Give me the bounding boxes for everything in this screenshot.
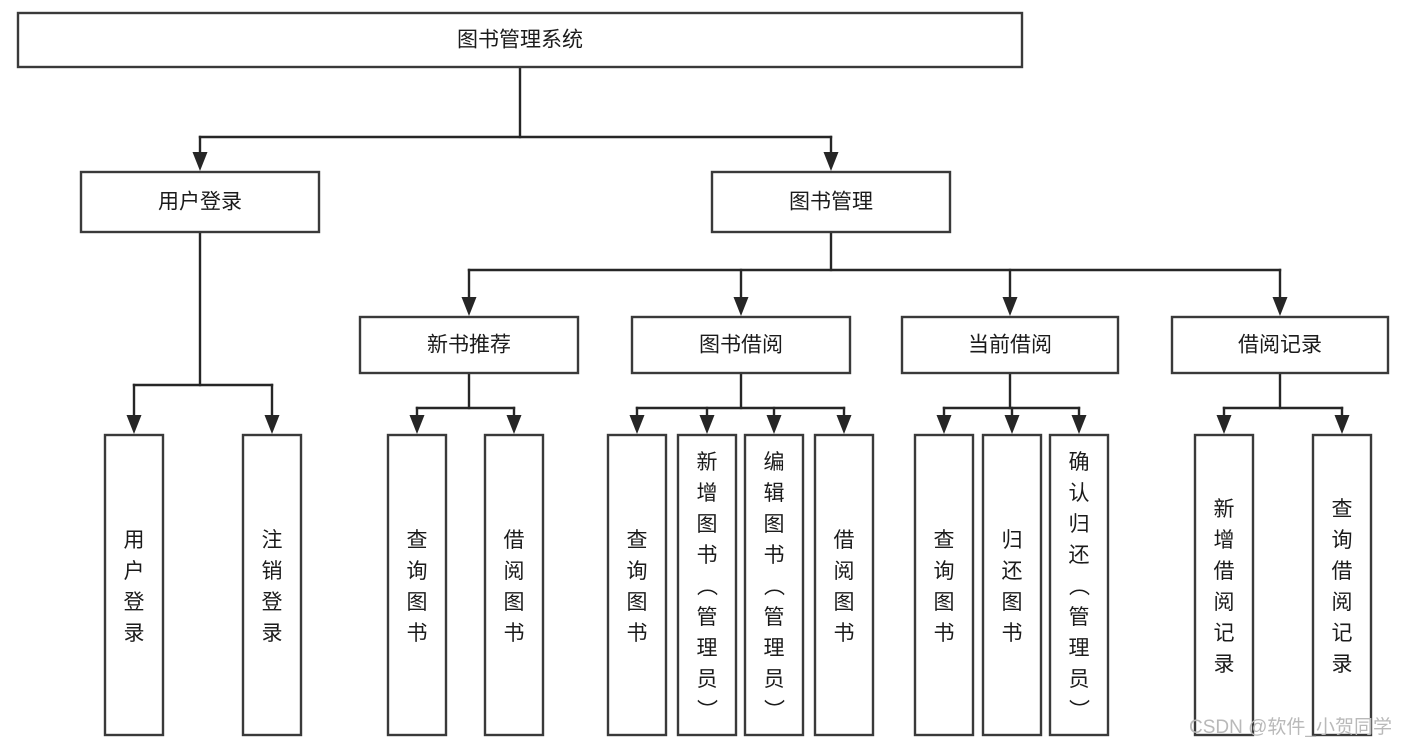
node-leaf-query-book-2-label: 查询图书 [627,529,648,645]
arrow-head-icon [1334,415,1350,434]
node-leaf-borrow-book-1-label: 借阅图书 [504,529,525,645]
node-leaf-query-book-3-box [913,433,975,737]
node-leaf-return-book[interactable]: 归还图书 [981,433,1043,737]
node-leaf-confirm-return-box [1048,433,1110,737]
node-book-borrow-label: 图书借阅 [699,334,783,357]
arrow-head-icon [733,297,749,316]
node-current-borrow-label: 当前借阅 [968,334,1052,357]
node-leaf-borrow-book-1-box [483,433,545,737]
node-leaf-query-book-2-box [606,433,668,737]
node-leaf-add-record[interactable]: 新增借阅记录 [1193,433,1255,737]
node-leaf-borrow-book-2-box [813,433,875,737]
arrow-head-icon [506,415,522,434]
node-new-book-recommend-label: 新书推荐 [427,334,511,357]
node-user-login-label: 用户登录 [158,191,242,214]
node-leaf-borrow-book-1[interactable]: 借阅图书 [483,433,545,737]
node-user-login[interactable]: 用户登录 [79,170,321,234]
node-leaf-query-book-1[interactable]: 查询图书 [386,433,448,737]
node-borrow-record[interactable]: 借阅记录 [1170,315,1390,375]
node-leaf-logout-box [241,433,303,737]
arrow-head-icon [1272,297,1288,316]
arrow-head-icon [192,152,208,171]
node-book-management-label: 图书管理 [789,191,873,214]
node-leaf-query-record-box [1311,433,1373,737]
node-leaf-borrow-book-2-label: 借阅图书 [834,529,855,645]
node-leaf-user-login[interactable]: 用户登录 [103,433,165,737]
node-leaf-borrow-book-2[interactable]: 借阅图书 [813,433,875,737]
node-book-borrow[interactable]: 图书借阅 [630,315,852,375]
watermark: CSDN @软件_小贺同学 [1189,716,1392,738]
node-leaf-return-book-label: 归还图书 [1002,529,1023,645]
node-leaf-add-book-label: 新增图书（管理员） [697,451,719,722]
node-leaf-query-book-3-label: 查询图书 [934,529,955,645]
node-borrow-record-label: 借阅记录 [1238,334,1322,357]
arrow-head-icon [461,297,477,316]
node-book-management-box [710,170,952,234]
node-book-borrow-box [630,315,852,375]
arrow-head-icon [1004,415,1020,434]
node-borrow-record-box [1170,315,1390,375]
arrow-head-icon [836,415,852,434]
arrow-head-icon [699,415,715,434]
node-root-label: 图书管理系统 [457,29,583,52]
node-book-management[interactable]: 图书管理 [710,170,952,234]
node-leaf-edit-book-box [743,433,805,737]
node-new-book-recommend-box [358,315,580,375]
node-current-borrow-box [900,315,1120,375]
node-leaf-edit-book[interactable]: 编辑图书（管理员） [743,433,805,737]
connector-layer [126,65,1350,434]
node-leaf-logout[interactable]: 注销登录 [241,433,303,737]
node-leaf-confirm-return[interactable]: 确认归还（管理员） [1048,433,1110,737]
arrow-head-icon [1216,415,1232,434]
node-new-book-recommend[interactable]: 新书推荐 [358,315,580,375]
node-leaf-return-book-box [981,433,1043,737]
node-leaf-logout-label: 注销登录 [262,529,283,645]
node-user-login-box [79,170,321,234]
node-leaf-user-login-label: 用户登录 [124,529,145,645]
node-leaf-confirm-return-label: 确认归还（管理员） [1069,451,1091,722]
node-leaf-query-book-1-box [386,433,448,737]
node-current-borrow[interactable]: 当前借阅 [900,315,1120,375]
node-leaf-add-book[interactable]: 新增图书（管理员） [676,433,738,737]
arrow-head-icon [629,415,645,434]
node-leaf-query-record-label: 查询借阅记录 [1332,498,1353,676]
node-leaf-query-book-2[interactable]: 查询图书 [606,433,668,737]
arrow-head-icon [126,415,142,434]
node-layer: 图书管理系统用户登录图书管理新书推荐图书借阅当前借阅借阅记录用户登录注销登录查询… [16,11,1390,737]
arrow-head-icon [823,152,839,171]
node-root-box [16,11,1024,69]
node-root[interactable]: 图书管理系统 [16,11,1024,69]
arrow-head-icon [1071,415,1087,434]
node-leaf-edit-book-label: 编辑图书（管理员） [764,451,786,722]
node-leaf-add-record-label: 新增借阅记录 [1214,498,1235,676]
node-leaf-add-book-box [676,433,738,737]
node-leaf-query-record[interactable]: 查询借阅记录 [1311,433,1373,737]
arrow-head-icon [766,415,782,434]
node-leaf-add-record-box [1193,433,1255,737]
arrow-head-icon [409,415,425,434]
node-leaf-user-login-box [103,433,165,737]
arrow-head-icon [936,415,952,434]
node-leaf-query-book-3[interactable]: 查询图书 [913,433,975,737]
node-leaf-query-book-1-label: 查询图书 [407,529,428,645]
arrow-head-icon [1002,297,1018,316]
arrow-head-icon [264,415,280,434]
